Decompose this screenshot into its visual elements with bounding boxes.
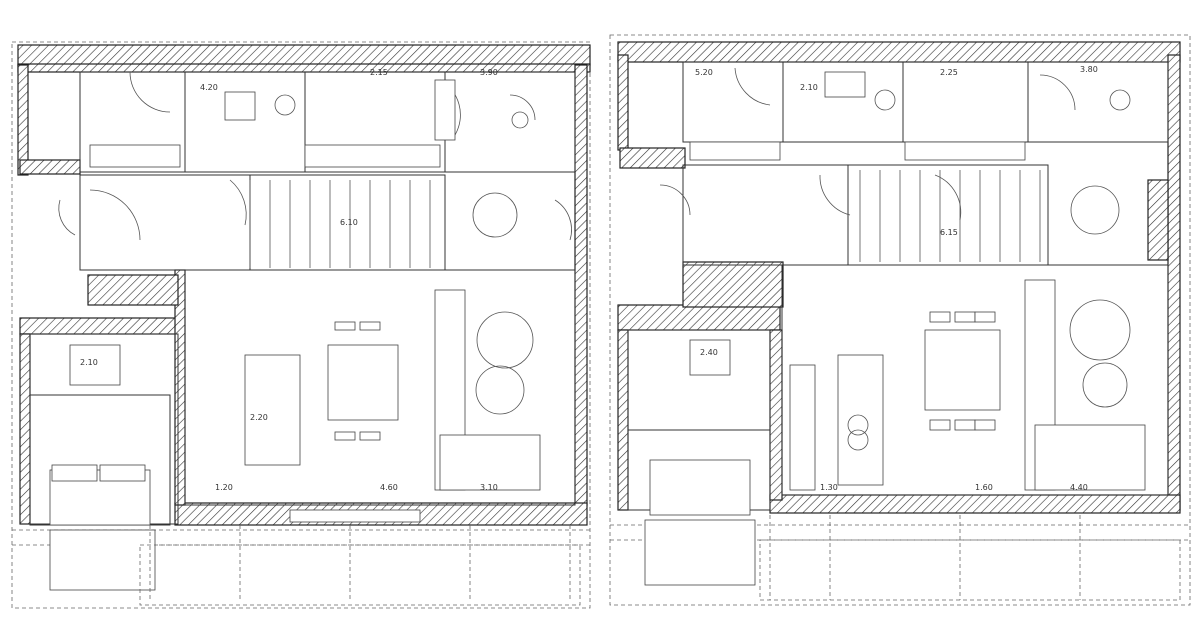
right-room-label: 3.80	[1080, 65, 1098, 74]
left-room-label: 4.60	[380, 483, 398, 492]
left-room-label: 2.20	[250, 413, 268, 422]
right-room-label: 2.10	[800, 83, 818, 92]
left-dining-table	[327, 344, 399, 421]
left-plant-icon	[472, 192, 518, 238]
right-room-label: 1.60	[975, 483, 993, 492]
right-top-wall	[617, 41, 1181, 63]
right-bed	[649, 459, 751, 516]
right-kitchen-counter	[837, 354, 884, 486]
right-site-boundary	[609, 34, 1191, 606]
right-plant-icon	[1070, 185, 1120, 235]
left-room-label: 6.10	[340, 218, 358, 227]
right-room-label: 1.30	[820, 483, 838, 492]
right-room-label: 6.15	[940, 228, 958, 237]
right-dining-table	[924, 329, 1001, 411]
left-room-label: 3.10	[480, 483, 498, 492]
left-site-boundary	[11, 41, 591, 609]
right-room-label: 2.40	[700, 348, 718, 357]
right-room-label: 2.25	[940, 68, 958, 77]
left-top-wall	[17, 44, 591, 66]
left-left-wall	[17, 64, 29, 176]
right-bottom-wall	[769, 494, 1181, 514]
left-floor-plan: 4.20 2.15 6.10 3.90 2.20 1.20 4.60 2.10 …	[11, 41, 591, 609]
left-right-wall	[574, 64, 588, 506]
right-right-wall	[1167, 54, 1181, 511]
left-room-label: 4.20	[200, 83, 218, 92]
left-room-label: 3.90	[480, 68, 498, 77]
left-room-label: 1.20	[215, 483, 233, 492]
right-floor-plan: 5.20 2.10 6.15 3.80 2.25 1.30 2.40 1.60 …	[609, 34, 1191, 606]
left-kitchen-counter	[244, 354, 301, 466]
left-room-label: 2.15	[370, 68, 388, 77]
right-left-wall	[617, 54, 629, 151]
right-room-label: 4.40	[1070, 483, 1088, 492]
left-wall-top-inner	[17, 63, 591, 73]
right-room-label: 5.20	[695, 68, 713, 77]
left-room-label: 2.10	[80, 358, 98, 367]
